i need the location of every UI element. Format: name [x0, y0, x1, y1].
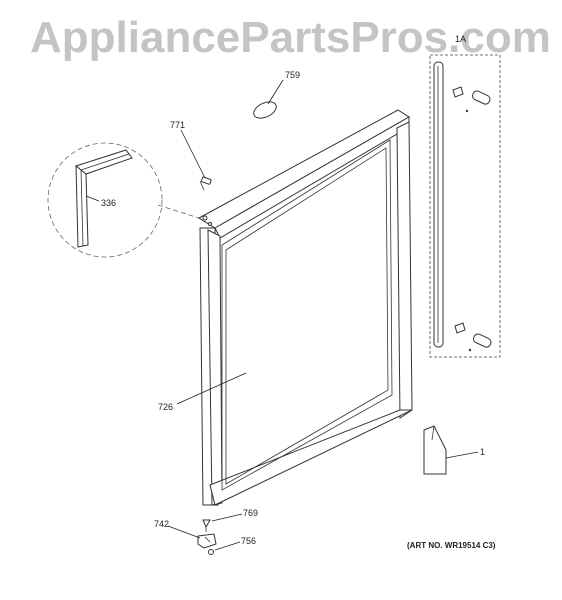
leader-771 — [180, 129, 206, 179]
label-1: 1 — [480, 447, 485, 457]
leader-769 — [211, 513, 243, 522]
part-771-screw[interactable] — [199, 176, 212, 191]
part-336-gasket-corner[interactable] — [74, 149, 133, 248]
part-742-hinge[interactable] — [197, 533, 217, 549]
leader-742 — [167, 525, 201, 539]
part-769-bolt[interactable] — [202, 519, 211, 532]
leader-759 — [267, 79, 284, 105]
label-771: 771 — [170, 120, 185, 130]
label-756: 756 — [241, 536, 256, 546]
label-726: 726 — [158, 402, 173, 412]
detail-circle-336 — [47, 142, 206, 258]
part-1-literature[interactable] — [423, 425, 447, 475]
label-1a: 1A — [455, 34, 466, 44]
label-759: 759 — [285, 70, 300, 80]
label-336: 336 — [101, 198, 116, 208]
label-742: 742 — [154, 519, 169, 529]
part-726-door-frame[interactable] — [198, 109, 413, 506]
watermark-text: AppliancePartsPros.com — [30, 13, 551, 62]
leader-1 — [445, 451, 479, 459]
leader-336 — [85, 195, 100, 202]
leader-756 — [214, 541, 241, 551]
part-759-badge[interactable] — [251, 99, 279, 122]
label-769: 769 — [243, 508, 258, 518]
part-1a-handle-kit[interactable] — [429, 54, 501, 358]
art-number: (ART NO. WR19514 C3) — [407, 541, 496, 550]
leader-726 — [176, 372, 247, 405]
part-756-screw[interactable] — [208, 549, 214, 555]
